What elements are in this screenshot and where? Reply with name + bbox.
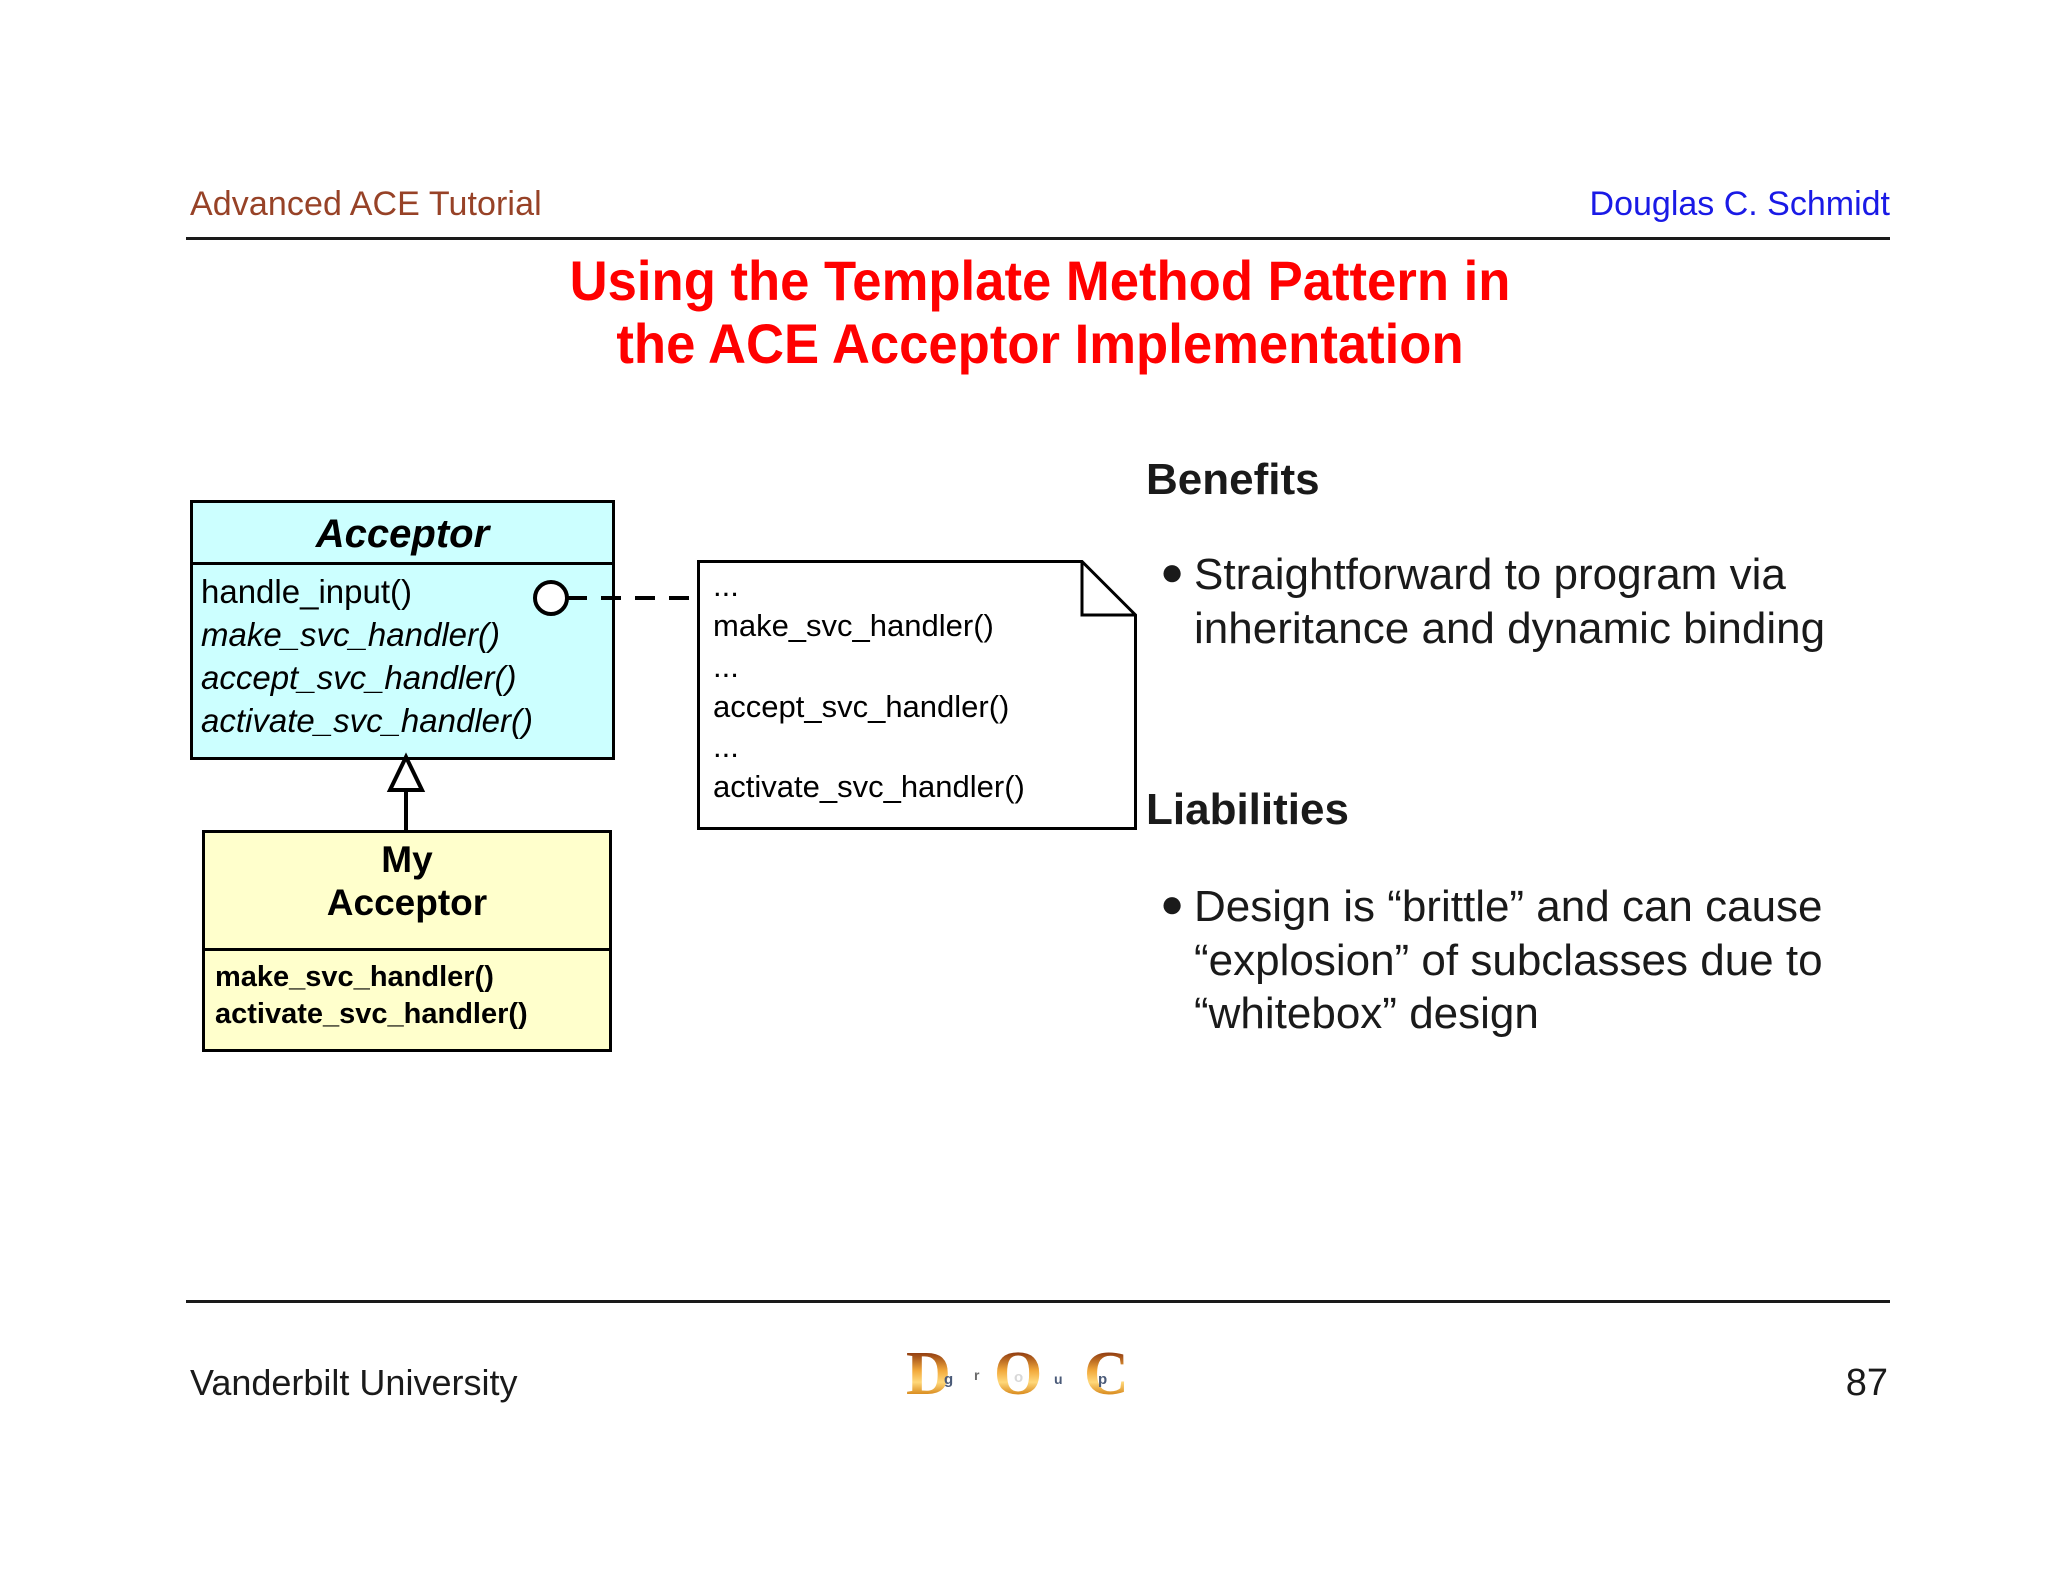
bullet-dot-icon: ● xyxy=(1160,550,1185,594)
footer-page-number: 87 xyxy=(1845,1362,1888,1404)
liabilities-bullet-item: ● Design is “brittle” and can cause “exp… xyxy=(1160,880,1950,1041)
uml-note-text: ... make_svc_handler() ... accept_svc_ha… xyxy=(713,566,1133,808)
note-line: activate_svc_handler() xyxy=(713,769,1025,805)
uml-class-my-acceptor: My Acceptor make_svc_handler() activate_… xyxy=(202,830,612,1052)
header-left-title: Advanced ACE Tutorial xyxy=(190,185,542,223)
uml-operation: accept_svc_handler() xyxy=(201,658,517,696)
uml-operation: make_svc_handler() xyxy=(201,615,500,653)
note-shape-icon xyxy=(697,560,1137,830)
benefits-bullet-item: ● Straightforward to program via inherit… xyxy=(1160,548,1940,655)
uml-operation: activate_svc_handler() xyxy=(215,998,528,1031)
liabilities-bullet-text: Design is “brittle” and can cause “explo… xyxy=(1194,882,1823,1039)
generalization-arrowhead-icon xyxy=(386,752,426,792)
page-title: Using the Template Method Pattern in the… xyxy=(241,249,1839,375)
uml-class-my-acceptor-name-line1: My xyxy=(381,839,433,880)
page-title-line1: Using the Template Method Pattern in xyxy=(569,249,1511,312)
note-line: make_svc_handler() xyxy=(713,608,994,644)
svg-text:O: O xyxy=(994,1340,1042,1408)
svg-text:o: o xyxy=(1014,1369,1023,1386)
liabilities-heading: Liabilities xyxy=(1146,785,1349,834)
header-divider xyxy=(186,237,1890,240)
svg-text:D: D xyxy=(906,1340,951,1408)
uml-operation: make_svc_handler() xyxy=(215,961,494,993)
doc-group-logo-icon: D O C g r o u p xyxy=(906,1340,1129,1408)
note-line: ... xyxy=(713,729,739,765)
uml-class-acceptor: Acceptor handle_input() make_svc_handler… xyxy=(190,500,615,760)
uml-operation: activate_svc_handler() xyxy=(201,701,533,739)
svg-text:r: r xyxy=(974,1367,980,1383)
svg-text:p: p xyxy=(1098,1371,1107,1388)
uml-class-acceptor-name: Acceptor xyxy=(193,503,612,565)
footer-institution: Vanderbilt University xyxy=(190,1362,518,1403)
svg-text:u: u xyxy=(1054,1371,1063,1387)
benefits-heading: Benefits xyxy=(1146,455,1320,504)
uml-class-my-acceptor-name: My Acceptor xyxy=(205,833,609,951)
footer-divider xyxy=(186,1300,1890,1303)
benefits-bullet-text: Straightforward to program via inheritan… xyxy=(1194,550,1826,653)
svg-text:g: g xyxy=(944,1371,953,1388)
note-line: accept_svc_handler() xyxy=(713,688,1010,724)
uml-note: ... make_svc_handler() ... accept_svc_ha… xyxy=(697,560,1137,830)
page-title-line2: the ACE Acceptor Implementation xyxy=(616,311,1464,375)
note-line: ... xyxy=(713,568,739,603)
uml-class-my-acceptor-name-line2: Acceptor xyxy=(326,881,488,923)
note-line: ... xyxy=(713,648,739,684)
bullet-dot-icon: ● xyxy=(1160,882,1185,926)
uml-class-my-acceptor-operations: make_svc_handler() activate_svc_handler(… xyxy=(205,951,609,1033)
header-right-author: Douglas C. Schmidt xyxy=(1589,185,1890,223)
uml-class-acceptor-operations: handle_input() make_svc_handler() accept… xyxy=(193,565,612,743)
uml-operation: handle_input() xyxy=(201,573,412,610)
svg-text:C: C xyxy=(1084,1340,1129,1408)
